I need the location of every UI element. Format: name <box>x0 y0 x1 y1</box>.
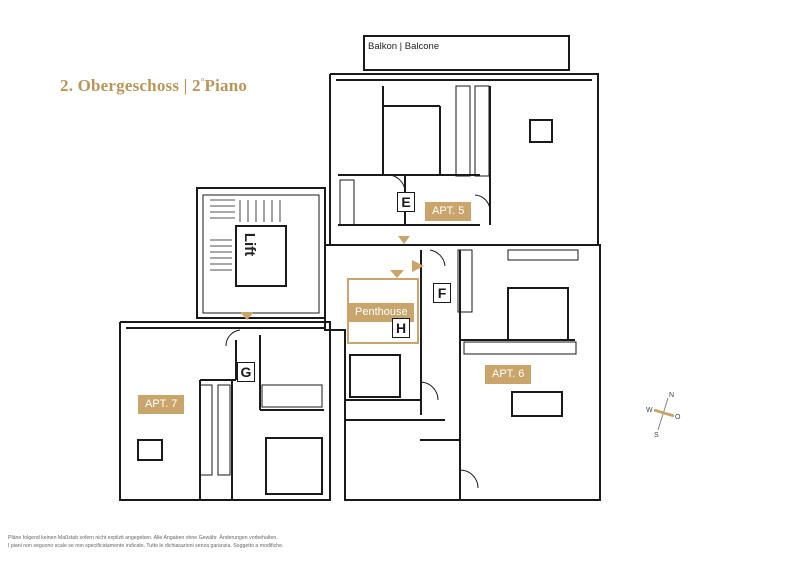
apt7-outline <box>119 321 331 501</box>
lift-shaft <box>235 225 287 287</box>
floor-title-degree: ° <box>200 76 205 87</box>
disclaimer: Pläne folgend keinen Maßstab sofern nich… <box>8 534 283 550</box>
penthouse-label[interactable]: Penthouse <box>349 303 414 322</box>
compass-o: O <box>675 414 681 421</box>
compass-icon: N S W O <box>646 392 681 439</box>
apt6-entry-marker <box>412 260 424 272</box>
compass-n: N <box>669 392 674 399</box>
disclaimer-de: Pläne folgend keinen Maßstab sofern nich… <box>8 535 278 541</box>
lift-label: Lift <box>241 232 259 257</box>
staircase-h-label: H <box>392 318 410 338</box>
balcony-label: Balkon | Balcone <box>368 41 440 52</box>
apt6-outline <box>324 244 601 501</box>
stair-hall <box>196 187 326 319</box>
staircase-f-label: F <box>433 283 451 303</box>
compass-s: S <box>654 432 659 438</box>
apt5-entry-marker <box>398 236 410 244</box>
penthouse-entry-marker <box>390 270 404 278</box>
apt6-label[interactable]: APT. 6 <box>485 365 532 384</box>
disclaimer-it: I piani non seguono scale se non specifi… <box>8 543 284 549</box>
staircase-e-label: E <box>397 192 415 212</box>
apt7-entry-marker <box>240 312 254 320</box>
compass-w: W <box>646 407 653 414</box>
penthouse-outline <box>347 278 419 344</box>
compass-rose: N S W O <box>644 388 684 439</box>
staircase-g-label: G <box>237 362 255 382</box>
apt7-label[interactable]: APT. 7 <box>138 395 185 414</box>
floor-title: 2. Obergeschoss | 2°Piano <box>60 76 247 96</box>
balcony <box>363 35 570 71</box>
floor-title-main: 2. Obergeschoss | 2 <box>60 76 201 95</box>
apt5-label[interactable]: APT. 5 <box>425 202 472 221</box>
floor-title-piano: Piano <box>204 76 248 95</box>
